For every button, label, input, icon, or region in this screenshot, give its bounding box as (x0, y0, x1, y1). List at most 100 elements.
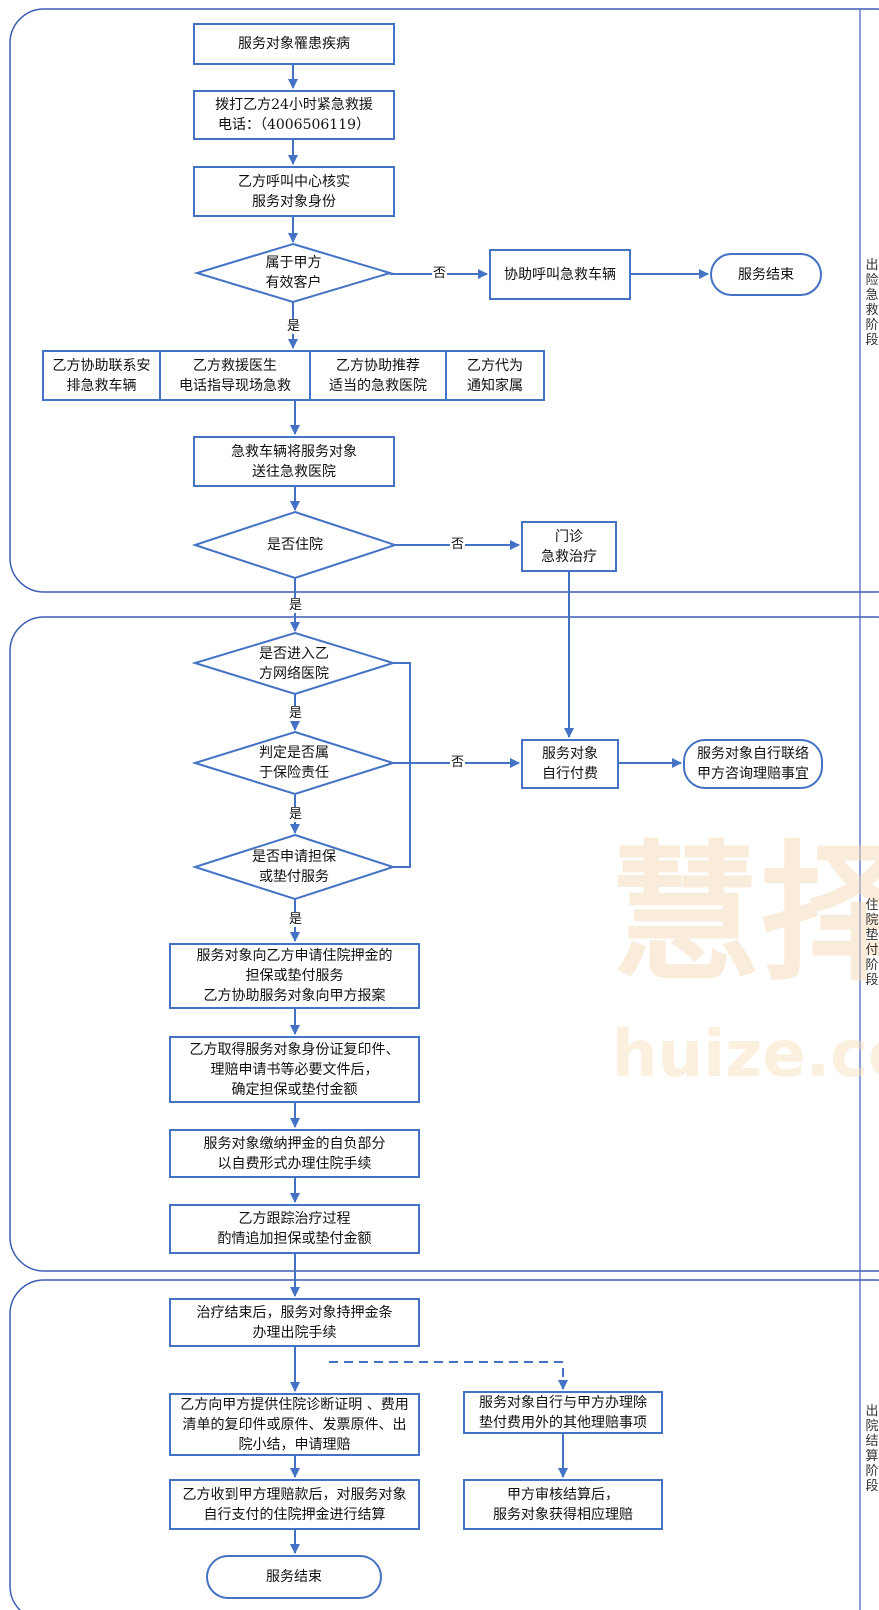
node-text-line: 乙方收到甲方理赔款后，对服务对象 (182, 1486, 407, 1503)
node-text-line: 适当的急救医院 (329, 377, 427, 394)
node-text-line: 乙方代为 (467, 357, 523, 374)
node-other-claims: 服务对象自行与甲方办理除垫付费用外的其他理赔事项 (463, 1391, 663, 1434)
node-call-hotline: 拨打乙方24小时紧急救援电话：（4006506119） (193, 90, 395, 140)
node-text-line: 或垫付服务 (259, 869, 329, 885)
node-text-line: 急救治疗 (541, 548, 597, 565)
node-apply-guarantee: 服务对象向乙方申请住院押金的担保或垫付服务乙方协助服务对象向甲方报案 (169, 943, 420, 1009)
node-text-line: 门诊 (555, 528, 583, 545)
label-yes-valid: 是 (286, 319, 302, 334)
node-text-line: 服务结束 (738, 266, 794, 283)
node-text-line: 乙方向甲方提供住院诊断证明 、费用 (180, 1396, 409, 1413)
node-text-line: 电话指导现场急救 (179, 377, 291, 394)
node-review-claim: 甲方审核结算后， 服务对象获得相应理赔 (463, 1479, 663, 1530)
stage-label-emergency: 出险急救阶段 (865, 258, 879, 348)
node-pay-deposit: 服务对象缴纳押金的自负部分以自费形式办理住院手续 (169, 1129, 420, 1178)
stage-label-discharge: 出院结算阶段 (865, 1404, 879, 1494)
node-text-line: 方网络医院 (259, 665, 329, 682)
stage-label-inpatient: 住院垫付阶段 (865, 898, 879, 988)
node-text-line: 通知家属 (467, 377, 523, 394)
node-text-line: 乙方协助推荐 (336, 357, 420, 374)
node-text-line: 服务对象 (542, 746, 598, 762)
node-discharge: 治疗结束后，服务对象持押金条办理出院手续 (169, 1298, 420, 1347)
node-text-line: 垫付费用外的其他理赔事项 (479, 1414, 647, 1431)
label-yes-guarantee: 是 (288, 912, 304, 927)
node-collect-documents: 乙方取得服务对象身份证复印件、理赔申请书等必要文件后， 确定担保或垫付金额 (169, 1036, 420, 1103)
node-text-line: 担保或垫付服务 (245, 968, 344, 984)
node-provide-documents: 乙方向甲方提供住院诊断证明 、费用清单的复印件或原件、发票原件、出院小结，申请理… (169, 1393, 420, 1456)
node-text-line: 是否申请担保 (252, 849, 336, 865)
watermark-url: huize.co (612, 1018, 879, 1092)
node-settle-deposit: 乙方收到甲方理赔款后，对服务对象自行支付的住院押金进行结算 (169, 1479, 420, 1530)
node-self-pay: 服务对象自行付费 (521, 739, 619, 789)
decision-network-hospital: 是否进入乙方网络医院 (195, 633, 393, 694)
node-text-line: 甲方审核结算后， (507, 1486, 619, 1503)
node-text-line: 服务对象获得相应理赔 (493, 1506, 633, 1523)
node-help-ambulance: 协助呼叫急救车辆 (489, 249, 631, 300)
node-text-line: 有效客户 (265, 275, 322, 291)
node-text-line: 急救车辆将服务对象 (231, 443, 357, 460)
watermark-text: 慧择 (610, 828, 879, 1002)
node-text-line: 自行付费 (542, 766, 598, 782)
terminal-end-1: 服务结束 (710, 253, 822, 296)
label-no-valid: 否 (432, 266, 448, 281)
node-text-line: 是否住院 (267, 537, 323, 553)
node-arrange-ambulance: 乙方协助联系安排急救车辆 (42, 350, 161, 401)
node-illness: 服务对象罹患疾病 (193, 23, 395, 65)
node-text-line: 确定担保或垫付金额 (231, 1081, 358, 1098)
label-no-insurance: 否 (450, 755, 466, 770)
node-text-line: 治疗结束后，服务对象持押金条 (196, 1304, 393, 1321)
node-send-hospital: 急救车辆将服务对象送往急救医院 (193, 436, 395, 487)
node-text-line: 于保险责任 (259, 765, 329, 781)
label-yes-network: 是 (288, 706, 304, 721)
node-text-line: 拨打乙方24小时紧急救援 (215, 97, 373, 113)
node-text-line: 服务对象缴纳押金的自负部分 (203, 1135, 386, 1152)
label-yes-inpatient: 是 (288, 598, 304, 613)
node-verify-identity: 乙方呼叫中心核实服务对象身份 (193, 166, 395, 217)
decision-inpatient: 是否住院 (195, 512, 395, 578)
node-text-line: 服务对象向乙方申请住院押金的 (196, 948, 393, 964)
stage-panel-discharge (9, 1279, 879, 1610)
terminal-end-2: 服务结束 (206, 1555, 382, 1599)
node-text-line: 服务对象身份 (252, 193, 336, 210)
node-text-line: 乙方协助联系安 (52, 357, 151, 374)
node-text-line: 排急救车辆 (66, 377, 137, 394)
node-text-line: 电话：（4006506119） (217, 117, 371, 133)
node-recommend-hospital: 乙方协助推荐适当的急救医院 (309, 350, 447, 401)
node-notify-family: 乙方代为通知家属 (445, 350, 545, 401)
decision-guarantee: 是否申请担保或垫付服务 (195, 835, 393, 899)
node-text-line: 服务结束 (266, 1569, 322, 1585)
node-text-line: 酌情追加担保或垫付金额 (217, 1231, 372, 1247)
node-text-line: 乙方救援医生 (193, 357, 277, 374)
node-text-line: 清单的复印件或原件、发票原件、出 (182, 1416, 407, 1433)
node-text-line: 自行支付的住院押金进行结算 (203, 1506, 386, 1523)
node-text-line: 协助呼叫急救车辆 (504, 266, 616, 283)
decision-insurance: 判定是否属于保险责任 (195, 732, 393, 794)
node-text-line: 以自费形式办理住院手续 (217, 1155, 372, 1172)
node-text-line: 乙方呼叫中心核实 (238, 173, 350, 190)
node-text-line: 理赔申请书等必要文件后， (210, 1061, 379, 1078)
label-no-inpatient: 否 (450, 537, 466, 552)
node-text-line: 服务对象自行联络 (697, 746, 809, 762)
node-track-treatment: 乙方跟踪治疗过程酌情追加担保或垫付金额 (169, 1204, 420, 1254)
node-text-line: 属于甲方 (265, 255, 322, 271)
node-text-line: 办理出院手续 (252, 1324, 337, 1341)
node-text-line: 服务对象自行与甲方办理除 (479, 1394, 647, 1411)
stage-panel-emergency (9, 8, 879, 593)
node-outpatient: 门诊急救治疗 (521, 521, 617, 572)
node-text-line: 判定是否属 (259, 745, 329, 761)
node-doctor-guidance: 乙方救援医生电话指导现场急救 (159, 350, 311, 401)
node-text-line: 是否进入乙 (259, 645, 329, 662)
stage-panel-inpatient (9, 616, 879, 1272)
node-text-line: 甲方咨询理赔事宜 (697, 766, 809, 782)
decision-valid-customer: 属于甲方有效客户 (197, 244, 390, 302)
node-text-line: 送往急救医院 (252, 463, 336, 480)
node-text-line: 服务对象罹患疾病 (238, 36, 350, 52)
node-text-line: 乙方取得服务对象身份证复印件、 (189, 1041, 400, 1058)
node-text-line: 院小结，申请理赔 (238, 1436, 351, 1453)
terminal-contact-claim: 服务对象自行联络甲方咨询理赔事宜 (683, 739, 823, 789)
node-text-line: 乙方协助服务对象向甲方报案 (203, 988, 386, 1004)
label-yes-insurance: 是 (288, 807, 304, 822)
node-text-line: 乙方跟踪治疗过程 (238, 1211, 351, 1227)
